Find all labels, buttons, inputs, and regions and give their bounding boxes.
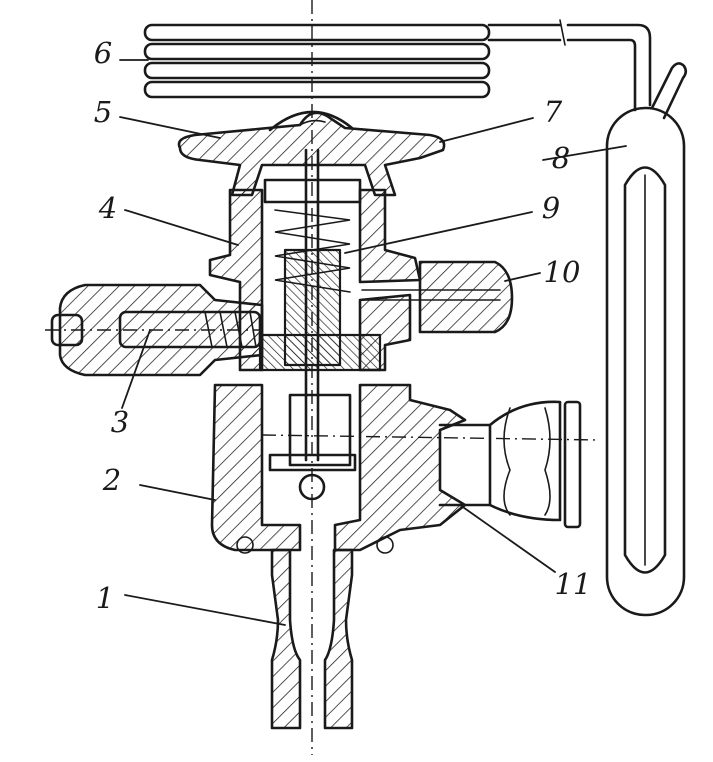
bulb-stub-pipe: [650, 62, 688, 120]
capillary-coil: [143, 23, 491, 99]
capillary-tube: [487, 23, 652, 112]
adjusting-screw: [50, 283, 264, 377]
callout-6: 6: [94, 36, 112, 70]
inlet-pipe: [270, 548, 354, 730]
callout-7: 7: [544, 95, 563, 129]
equalizer-fitting: [361, 260, 514, 334]
leader-4: [124, 209, 239, 246]
leader-5: [119, 116, 221, 139]
leader-3: [121, 329, 151, 409]
leader-1: [124, 594, 286, 626]
lower-body: [210, 383, 467, 554]
tube-break-mark: [559, 19, 566, 46]
callout-10: 10: [544, 255, 581, 289]
leader-2: [139, 484, 216, 501]
leader-10: [504, 272, 541, 282]
callout-4: 4: [98, 191, 117, 225]
leader-9: [344, 211, 533, 254]
spring-and-stem: [258, 148, 382, 462]
outlet-connection: [438, 400, 582, 529]
leader-8: [542, 145, 627, 161]
leader-11: [459, 504, 556, 573]
callout-11: 11: [555, 567, 592, 601]
callout-8: 8: [552, 141, 570, 175]
callout-3: 3: [111, 405, 129, 439]
callout-5: 5: [94, 95, 112, 129]
thermal-bulb: [605, 106, 686, 617]
callout-2: 2: [102, 463, 121, 497]
callout-1: 1: [96, 581, 114, 615]
diaphragm-head: [177, 110, 446, 197]
callout-9: 9: [542, 191, 560, 225]
leader-7: [439, 117, 534, 143]
